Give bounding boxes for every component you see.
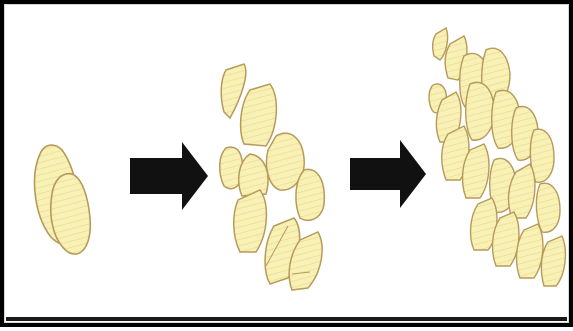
cell [541,236,565,286]
stage-3-cells [429,28,565,286]
cell [239,154,268,196]
cell [536,183,560,232]
arrow-right-icon [350,140,426,208]
arrow-right-icon [130,142,208,210]
cell [234,190,267,252]
cell [241,84,277,146]
stage-1-cells [35,145,91,254]
cell [296,169,324,220]
stage-2-cells [220,64,325,290]
cell-division-diagram [4,4,573,331]
cell [517,224,543,278]
cell [466,82,494,140]
